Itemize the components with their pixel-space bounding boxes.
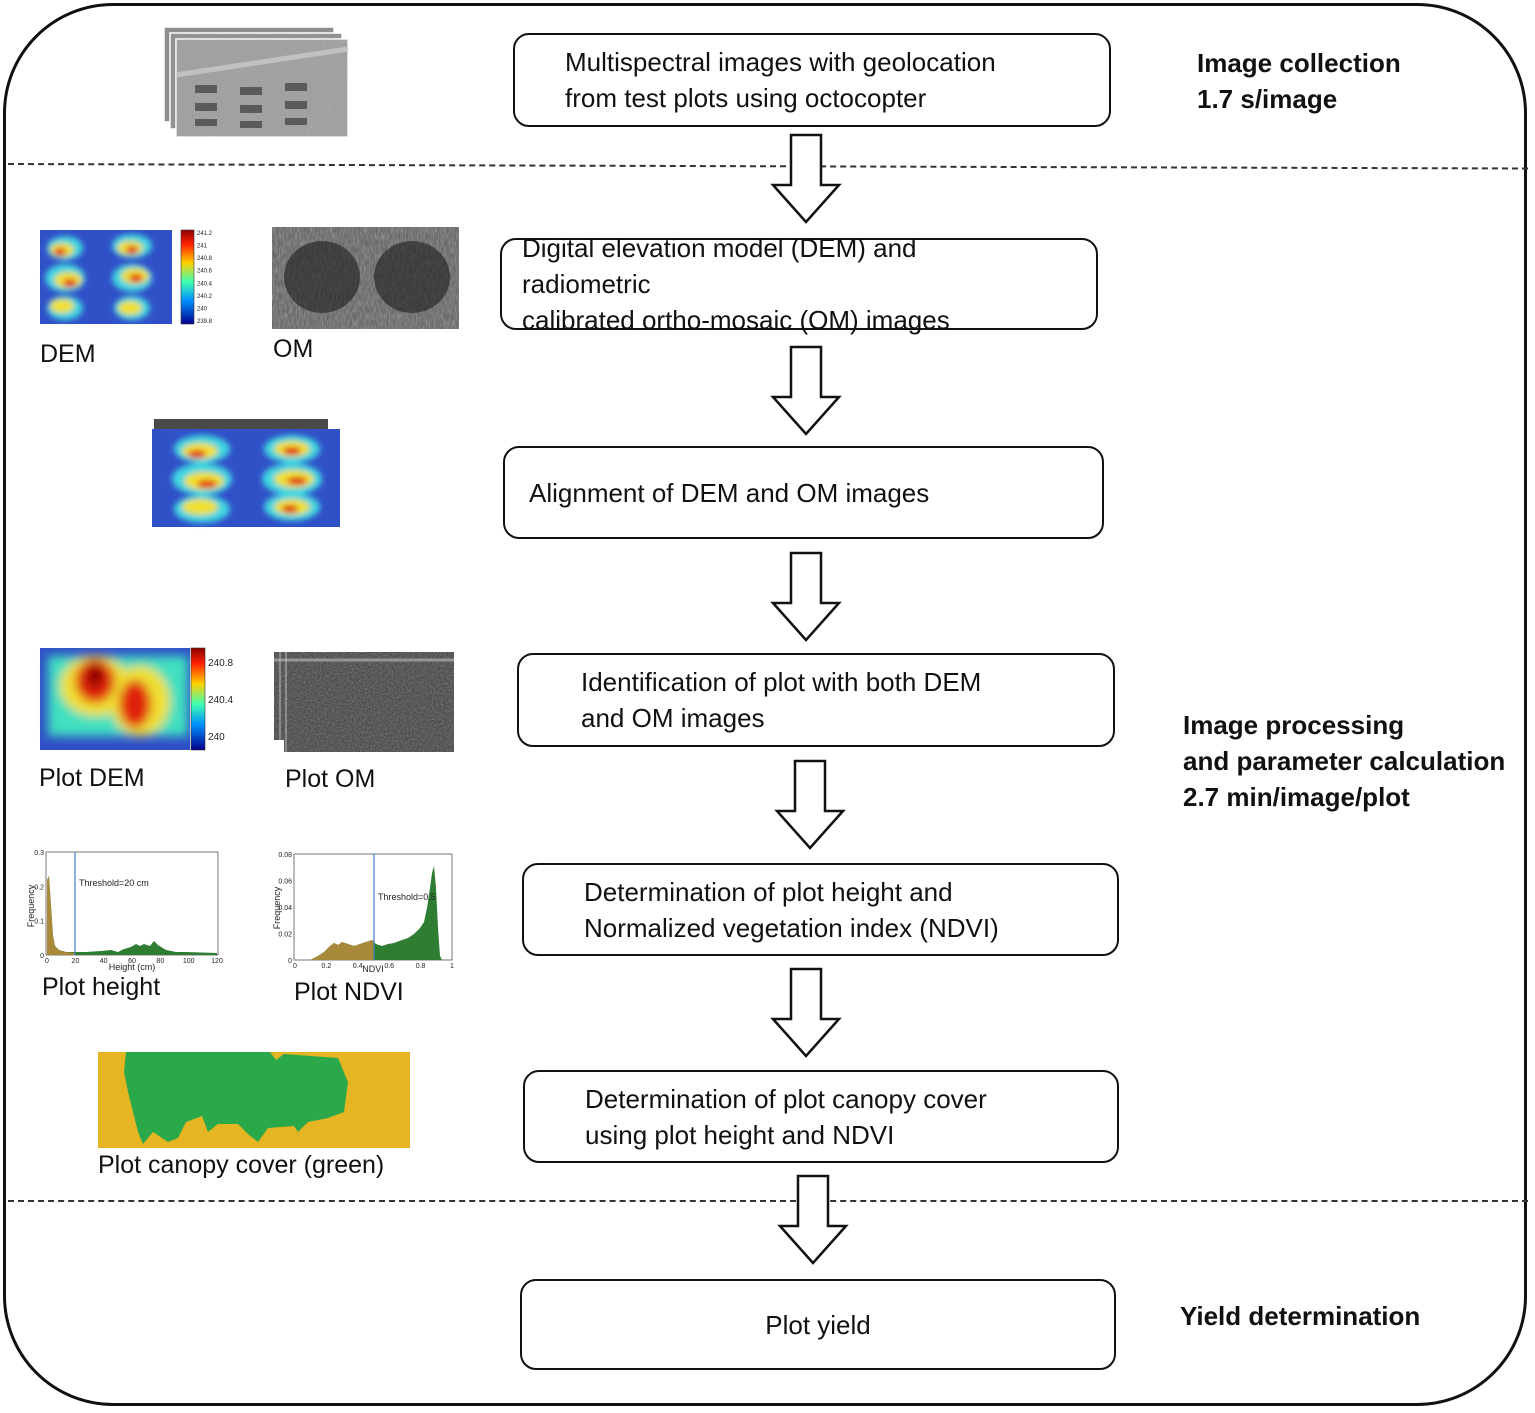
y-axis-label: Frequency xyxy=(26,884,36,927)
stage-label-processing: Image processing and parameter calculati… xyxy=(1183,707,1505,815)
tick-label: 240.4 xyxy=(208,695,233,706)
step-line: calibrated ortho-mosaic (OM) images xyxy=(522,305,950,335)
caption-om: OM xyxy=(273,335,314,363)
tick-label: 0.6 xyxy=(384,963,394,970)
tick-label: 241 xyxy=(197,244,208,250)
tick-label: 0.06 xyxy=(278,879,292,886)
tick-label: 240.8 xyxy=(197,256,213,262)
step-identification: Identification of plot with both DEM and… xyxy=(517,653,1115,747)
stage-line: Image collection xyxy=(1197,48,1401,78)
plot-ndvi-histogram: Threshold=0.5 0 0.2 0.4 0.6 0.8 1 0 0.02 0.04 0.… xyxy=(272,852,454,974)
caption-plot-om: Plot OM xyxy=(285,765,376,793)
step-plot-yield: Plot yield xyxy=(520,1279,1116,1370)
step-alignment: Alignment of DEM and OM images xyxy=(503,446,1104,539)
plot-canopy-cover-image xyxy=(98,1052,410,1148)
tick-label: 240 xyxy=(208,732,225,743)
caption-canopy-cover: Plot canopy cover (green) xyxy=(98,1151,385,1179)
plot-dem-colorbar-ticks: 240.8 240.4 240 xyxy=(208,658,233,743)
step-line: Determination of plot canopy cover xyxy=(585,1083,987,1114)
stage-line: 2.7 min/image/plot xyxy=(1183,782,1410,812)
tick-label: 0 xyxy=(45,958,49,965)
tick-label: 0.04 xyxy=(278,905,292,912)
caption-plot-ndvi: Plot NDVI xyxy=(294,978,404,1006)
step-line: Normalized vegetation index (NDVI) xyxy=(584,912,999,943)
om-grayscale-image xyxy=(272,227,459,329)
step-canopy-cover: Determination of plot canopy cover using… xyxy=(523,1070,1119,1163)
tick-label: 0.2 xyxy=(34,884,44,891)
tick-label: 240.4 xyxy=(197,281,213,287)
caption-plot-dem: Plot DEM xyxy=(39,764,145,792)
tick-label: 0 xyxy=(40,953,44,960)
tick-label: 40 xyxy=(100,958,108,965)
step-line: Alignment of DEM and OM images xyxy=(529,477,930,508)
x-tick-labels: 0 20 40 60 80 100 120 xyxy=(45,958,223,965)
tick-label: 0 xyxy=(288,958,292,965)
x-axis-label: Height (cm) xyxy=(109,962,156,972)
tick-label: 0.2 xyxy=(322,963,332,970)
tick-label: 80 xyxy=(156,958,164,965)
down-arrow-icon xyxy=(774,759,846,850)
down-arrow-icon xyxy=(770,345,842,436)
y-axis-label: Frequency xyxy=(272,886,282,929)
step-line: Multispectral images with geolocation xyxy=(565,47,996,77)
step-line: Identification of plot with both DEM xyxy=(581,667,982,697)
tick-label: 20 xyxy=(71,958,79,965)
down-arrow-icon xyxy=(770,551,842,642)
diagram-frame xyxy=(3,3,1527,1406)
down-arrow-icon xyxy=(770,967,842,1058)
threshold-label: Threshold=20 cm xyxy=(79,878,149,888)
tick-label: 60 xyxy=(128,958,136,965)
step-line: and OM images xyxy=(581,703,765,733)
stage-line: 1.7 s/image xyxy=(1197,84,1338,114)
down-arrow-icon xyxy=(770,133,842,224)
tick-label: 0.3 xyxy=(34,850,44,857)
tick-label: 240.2 xyxy=(197,294,213,300)
tick-label: 0.08 xyxy=(278,852,292,859)
stage-line: and parameter calculation xyxy=(1183,746,1506,776)
stage-line: Image processing xyxy=(1183,710,1405,740)
caption-plot-height: Plot height xyxy=(42,973,161,1001)
step-line: using plot height and NDVI xyxy=(585,1119,895,1150)
separator-bottom xyxy=(8,1200,1528,1202)
x-tick-labels: 0 0.2 0.4 0.6 0.8 1 xyxy=(293,963,454,970)
caption-dem: DEM xyxy=(40,340,96,368)
step-dem-om: Digital elevation model (DEM) and radiom… xyxy=(500,233,1098,335)
plot-om-image xyxy=(274,652,454,752)
tick-label: 239.8 xyxy=(197,319,213,325)
tick-label: 240.8 xyxy=(208,658,233,669)
step-line: Plot yield xyxy=(765,1309,871,1340)
stage-label-yield: Yield determination xyxy=(1180,1298,1420,1334)
stage-line: Yield determination xyxy=(1180,1301,1421,1331)
multispectral-images-stack xyxy=(163,26,349,138)
x-axis-label: NDVI xyxy=(362,964,384,974)
tick-label: 240.6 xyxy=(197,269,213,275)
step-height-ndvi: Determination of plot height and Normali… xyxy=(522,863,1119,956)
step-image-collection: Multispectral images with geolocation fr… xyxy=(513,33,1111,127)
dem-heatmap: 241.2 241 240.8 240.6 240.4 240.2 240 239.8 xyxy=(40,229,213,325)
tick-label: 241.2 xyxy=(197,231,213,237)
threshold-label: Threshold=0.5 xyxy=(378,892,436,902)
tick-label: 240 xyxy=(197,306,208,312)
tick-label: 0 xyxy=(293,963,297,970)
tick-label: 1 xyxy=(450,963,454,970)
y-tick-labels: 0 0.02 0.04 0.06 0.08 xyxy=(278,852,292,965)
tick-label: 120 xyxy=(211,958,223,965)
y-tick-labels: 0 0.1 0.2 0.3 xyxy=(34,850,44,960)
tick-label: 0.1 xyxy=(34,919,44,926)
tick-label: 0.8 xyxy=(416,963,426,970)
tick-label: 100 xyxy=(183,958,195,965)
tick-label: 0.4 xyxy=(353,963,363,970)
stage-label-collection: Image collection 1.7 s/image xyxy=(1197,45,1401,117)
tick-label: 0.02 xyxy=(278,932,292,939)
aligned-dem-om-image xyxy=(152,419,340,527)
plot-dem-heatmap: 240.8 240.4 240 xyxy=(40,647,233,751)
step-line: from test plots using octocopter xyxy=(565,83,927,113)
step-line: Determination of plot height and xyxy=(584,876,953,907)
down-arrow-icon xyxy=(777,1174,849,1265)
dem-colorbar-ticks: 241.2 241 240.8 240.6 240.4 240.2 240 239.8 xyxy=(197,231,213,325)
step-line: Digital elevation model (DEM) and radiom… xyxy=(522,233,917,299)
